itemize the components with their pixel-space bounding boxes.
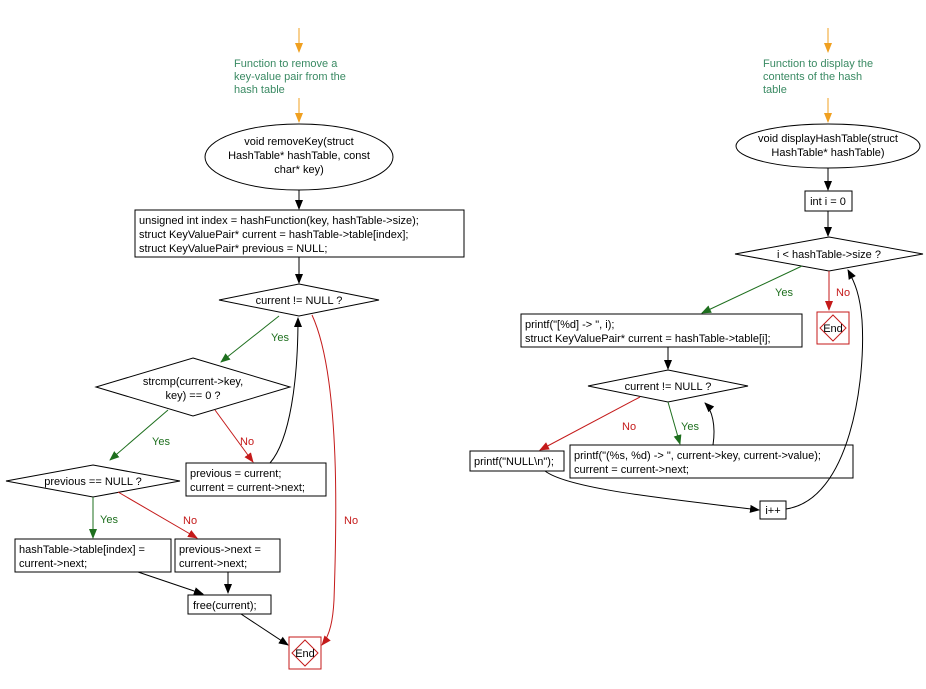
bucket-line-1: printf("[%d] -> ", i);	[525, 319, 614, 331]
edge-head-to-free	[137, 571, 204, 595]
edge-print-pair-loop	[704, 402, 715, 446]
end-text-right: End	[823, 323, 843, 335]
advance-line-1: previous = current;	[190, 468, 281, 480]
end-node-outer-right	[816, 311, 850, 345]
strcmp-line-2: key) == 0 ?	[165, 390, 220, 402]
free-text: free(current);	[193, 600, 257, 612]
edge-free-to-end	[240, 613, 289, 646]
inner-yes-label: Yes	[681, 421, 699, 433]
signature-line-2: HashTable* hashTable, const	[228, 150, 370, 162]
comment-line-3: hash table	[234, 84, 285, 96]
edge-incr-loop	[785, 269, 864, 510]
edge-prev-null-no	[117, 491, 198, 539]
bucket-block	[520, 313, 803, 348]
prev-null-no-label: No	[183, 515, 197, 527]
while-condition-text: current != NULL ?	[256, 295, 343, 307]
edge-inner-no	[539, 396, 641, 451]
edge-while-no	[311, 314, 337, 646]
while-condition-node	[218, 283, 380, 317]
inner-no-label: No	[622, 421, 636, 433]
print-pair-block	[569, 444, 854, 479]
for-no-label: No	[836, 287, 850, 299]
print-pair-line-2: current = current->next;	[574, 464, 689, 476]
previous-null-text: previous == NULL ?	[44, 476, 141, 488]
init-line-1: unsigned int index = hashFunction(key, h…	[139, 215, 419, 227]
while-no-label: No	[344, 515, 358, 527]
advance-line-2: current = current->next;	[190, 482, 305, 494]
display-signature-line-1: void displayHashTable(struct	[758, 133, 898, 145]
comment-right-line-1: Function to display the	[763, 58, 873, 70]
strcmp-no-label: No	[240, 436, 254, 448]
while-yes-label: Yes	[271, 332, 289, 344]
signature-line-3: char* key)	[274, 164, 324, 176]
comment-line-2: key-value pair from the	[234, 71, 346, 83]
display-signature-node	[735, 123, 921, 169]
incr-text: i++	[765, 505, 780, 517]
print-pair-line-1: printf("(%s, %d) -> ", current->key, cur…	[574, 450, 821, 462]
end-node-outer	[288, 636, 322, 670]
comment-right-line-3: table	[763, 84, 787, 96]
init-i-text: int i = 0	[810, 196, 846, 208]
display-hash-table-flowchart: Function to display the contents of the …	[469, 28, 924, 520]
signature-line-1: void removeKey(struct	[244, 136, 353, 148]
edge-strcmp-yes	[109, 409, 169, 461]
edge-while-yes	[220, 315, 280, 363]
for-condition-text: i < hashTable->size ?	[777, 249, 881, 261]
end-node-diamond	[291, 639, 319, 667]
strcmp-condition-node	[94, 357, 292, 417]
for-yes-label: Yes	[775, 287, 793, 299]
edge-advance-loop	[269, 317, 302, 464]
end-text-left: End	[295, 648, 315, 660]
edge-strcmp-no	[214, 409, 254, 463]
advance-block	[185, 462, 327, 497]
comment-line-1: Function to remove a	[234, 58, 338, 70]
free-block	[187, 594, 272, 615]
prev-next-assign-block	[174, 538, 281, 573]
prev-next-line-1: previous->next =	[179, 544, 261, 556]
edge-inner-yes	[667, 401, 682, 445]
prev-next-line-2: current->next;	[179, 558, 247, 570]
print-null-text: printf("NULL\n");	[474, 456, 554, 468]
end-node-diamond-right	[819, 314, 847, 342]
inner-condition-text: current != NULL ?	[625, 381, 712, 393]
comment-right-line-2: contents of the hash	[763, 71, 862, 83]
init-line-3: struct KeyValuePair* previous = NULL;	[139, 243, 327, 255]
head-assign-line-1: hashTable->table[index] =	[19, 544, 145, 556]
remove-key-flowchart: Function to remove a key-value pair from…	[5, 28, 465, 670]
strcmp-line-1: strcmp(current->key,	[143, 376, 243, 388]
edge-print-null-to-incr	[544, 470, 760, 513]
print-null-block	[469, 450, 565, 472]
edge-for-yes	[701, 265, 803, 314]
head-assign-block	[14, 538, 172, 573]
display-signature-line-2: HashTable* hashTable)	[771, 147, 884, 159]
prev-null-yes-label: Yes	[100, 514, 118, 526]
bucket-line-2: struct KeyValuePair* current = hashTable…	[525, 333, 771, 345]
init-line-2: struct KeyValuePair* current = hashTable…	[139, 229, 408, 241]
strcmp-yes-label: Yes	[152, 436, 170, 448]
incr-block	[759, 500, 787, 520]
head-assign-line-2: current->next;	[19, 558, 87, 570]
